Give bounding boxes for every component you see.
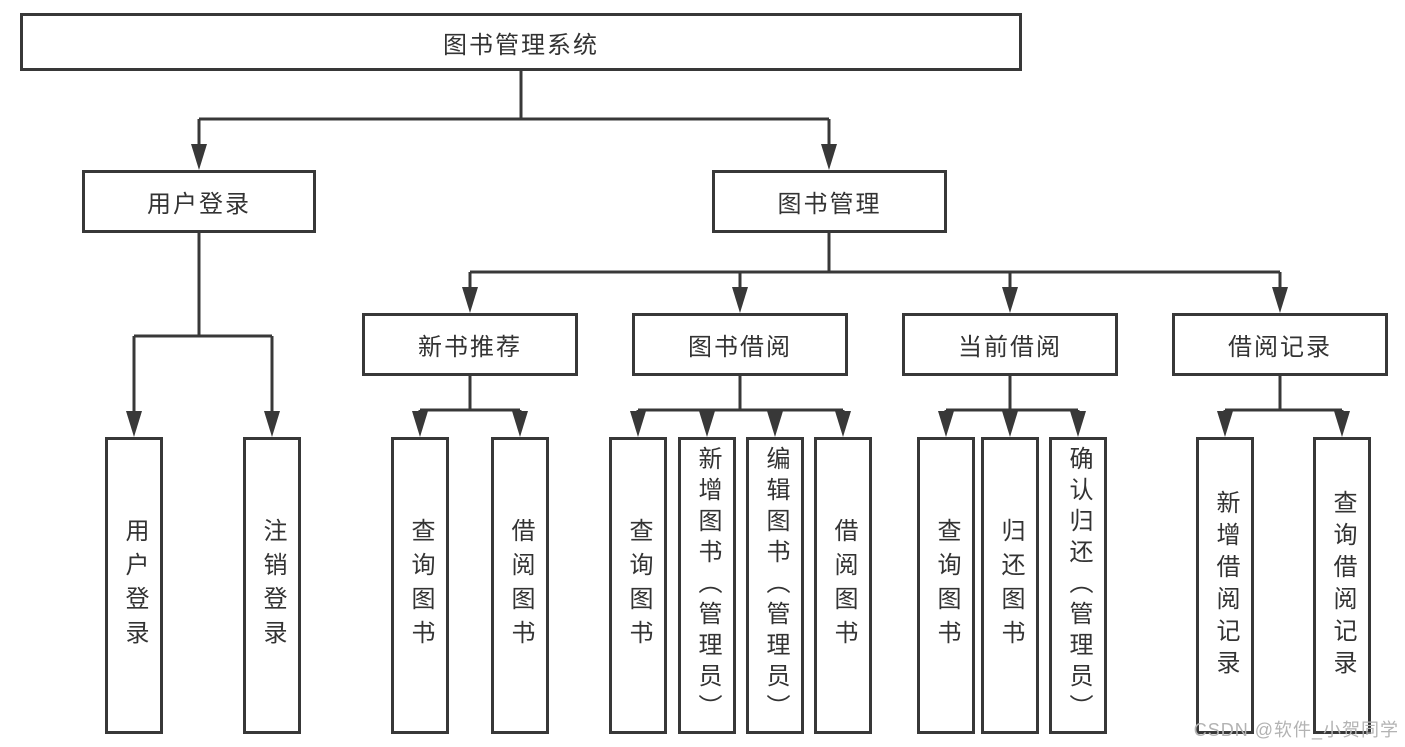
- node-root: 图书管理系统: [20, 13, 1022, 71]
- node-book-manage-label: 图书管理: [777, 191, 882, 218]
- leaf-borrow-query-books-label: 查询图书: [625, 517, 652, 654]
- node-book-manage: 图书管理: [712, 170, 947, 233]
- arrow-down-icon: [412, 411, 428, 437]
- leaf-recommend-query-books-label: 查询图书: [407, 517, 434, 654]
- node-book-borrow: 图书借阅: [632, 313, 848, 376]
- node-root-label: 图书管理系统: [443, 31, 599, 59]
- node-borrow-records-label: 借阅记录: [1228, 334, 1332, 361]
- leaf-current-confirm-return-admin-label: 确认归还（管理员）: [1065, 446, 1092, 725]
- leaf-recommend-query-books: 查询图书: [391, 437, 449, 734]
- leaf-records-add-record: 新增借阅记录: [1196, 437, 1254, 734]
- node-book-borrow-label: 图书借阅: [688, 334, 792, 361]
- arrow-down-icon: [699, 411, 715, 437]
- arrow-down-icon: [1217, 411, 1233, 437]
- connector-root-children: [197, 70, 831, 146]
- arrow-down-icon: [1070, 411, 1086, 437]
- arrow-down-icon: [264, 411, 280, 437]
- node-new-book-recommend-label: 新书推荐: [418, 334, 522, 361]
- arrow-down-icon: [630, 411, 646, 437]
- leaf-logout: 注销登录: [243, 437, 301, 734]
- leaf-borrow-borrow-books-label: 借阅图书: [830, 517, 857, 654]
- arrow-down-icon: [835, 411, 851, 437]
- connector-user-login-children: [132, 233, 274, 414]
- leaf-current-query-books: 查询图书: [917, 437, 975, 734]
- connector-recommend-children: [418, 376, 522, 414]
- leaf-borrow-query-books: 查询图书: [609, 437, 667, 734]
- leaf-user-login-label: 用户登录: [121, 517, 148, 654]
- leaf-current-return-books-label: 归还图书: [997, 517, 1024, 654]
- leaf-logout-label: 注销登录: [259, 517, 286, 654]
- leaf-records-add-record-label: 新增借阅记录: [1212, 489, 1239, 682]
- arrow-down-icon: [767, 411, 783, 437]
- arrow-down-icon: [1002, 287, 1018, 313]
- arrow-down-icon: [732, 287, 748, 313]
- connector-current-children: [944, 376, 1080, 414]
- connector-book-manage-children: [468, 233, 1282, 290]
- csdn-watermark: CSDN @软件_小贺同学: [1193, 720, 1399, 740]
- leaf-borrow-add-books-admin-label: 新增图书（管理员）: [694, 446, 721, 725]
- arrow-down-icon: [821, 144, 837, 170]
- arrow-down-icon: [126, 411, 142, 437]
- node-borrow-records: 借阅记录: [1172, 313, 1388, 376]
- arrow-down-icon: [512, 411, 528, 437]
- leaf-current-query-books-label: 查询图书: [933, 517, 960, 654]
- arrow-down-icon: [1334, 411, 1350, 437]
- leaf-borrow-edit-books-admin-label: 编辑图书（管理员）: [762, 446, 789, 725]
- leaf-recommend-borrow-books: 借阅图书: [491, 437, 549, 734]
- connector-records-children: [1223, 376, 1344, 414]
- leaf-current-return-books: 归还图书: [981, 437, 1039, 734]
- arrow-down-icon: [191, 144, 207, 170]
- leaf-records-query-record-label: 查询借阅记录: [1329, 489, 1356, 682]
- arrow-down-icon: [938, 411, 954, 437]
- leaf-recommend-borrow-books-label: 借阅图书: [507, 517, 534, 654]
- node-current-borrow-label: 当前借阅: [958, 334, 1062, 361]
- node-user-login-label: 用户登录: [147, 191, 251, 218]
- node-user-login: 用户登录: [82, 170, 316, 233]
- leaf-records-query-record: 查询借阅记录: [1313, 437, 1371, 734]
- leaf-borrow-edit-books-admin: 编辑图书（管理员）: [746, 437, 804, 734]
- node-current-borrow: 当前借阅: [902, 313, 1118, 376]
- arrow-down-icon: [1272, 287, 1288, 313]
- leaf-borrow-borrow-books: 借阅图书: [814, 437, 872, 734]
- arrow-down-icon: [462, 287, 478, 313]
- arrow-down-icon: [1002, 411, 1018, 437]
- node-new-book-recommend: 新书推荐: [362, 313, 578, 376]
- connector-borrow-children: [636, 376, 845, 414]
- leaf-current-confirm-return-admin: 确认归还（管理员）: [1049, 437, 1107, 734]
- leaf-borrow-add-books-admin: 新增图书（管理员）: [678, 437, 736, 734]
- leaf-user-login: 用户登录: [105, 437, 163, 734]
